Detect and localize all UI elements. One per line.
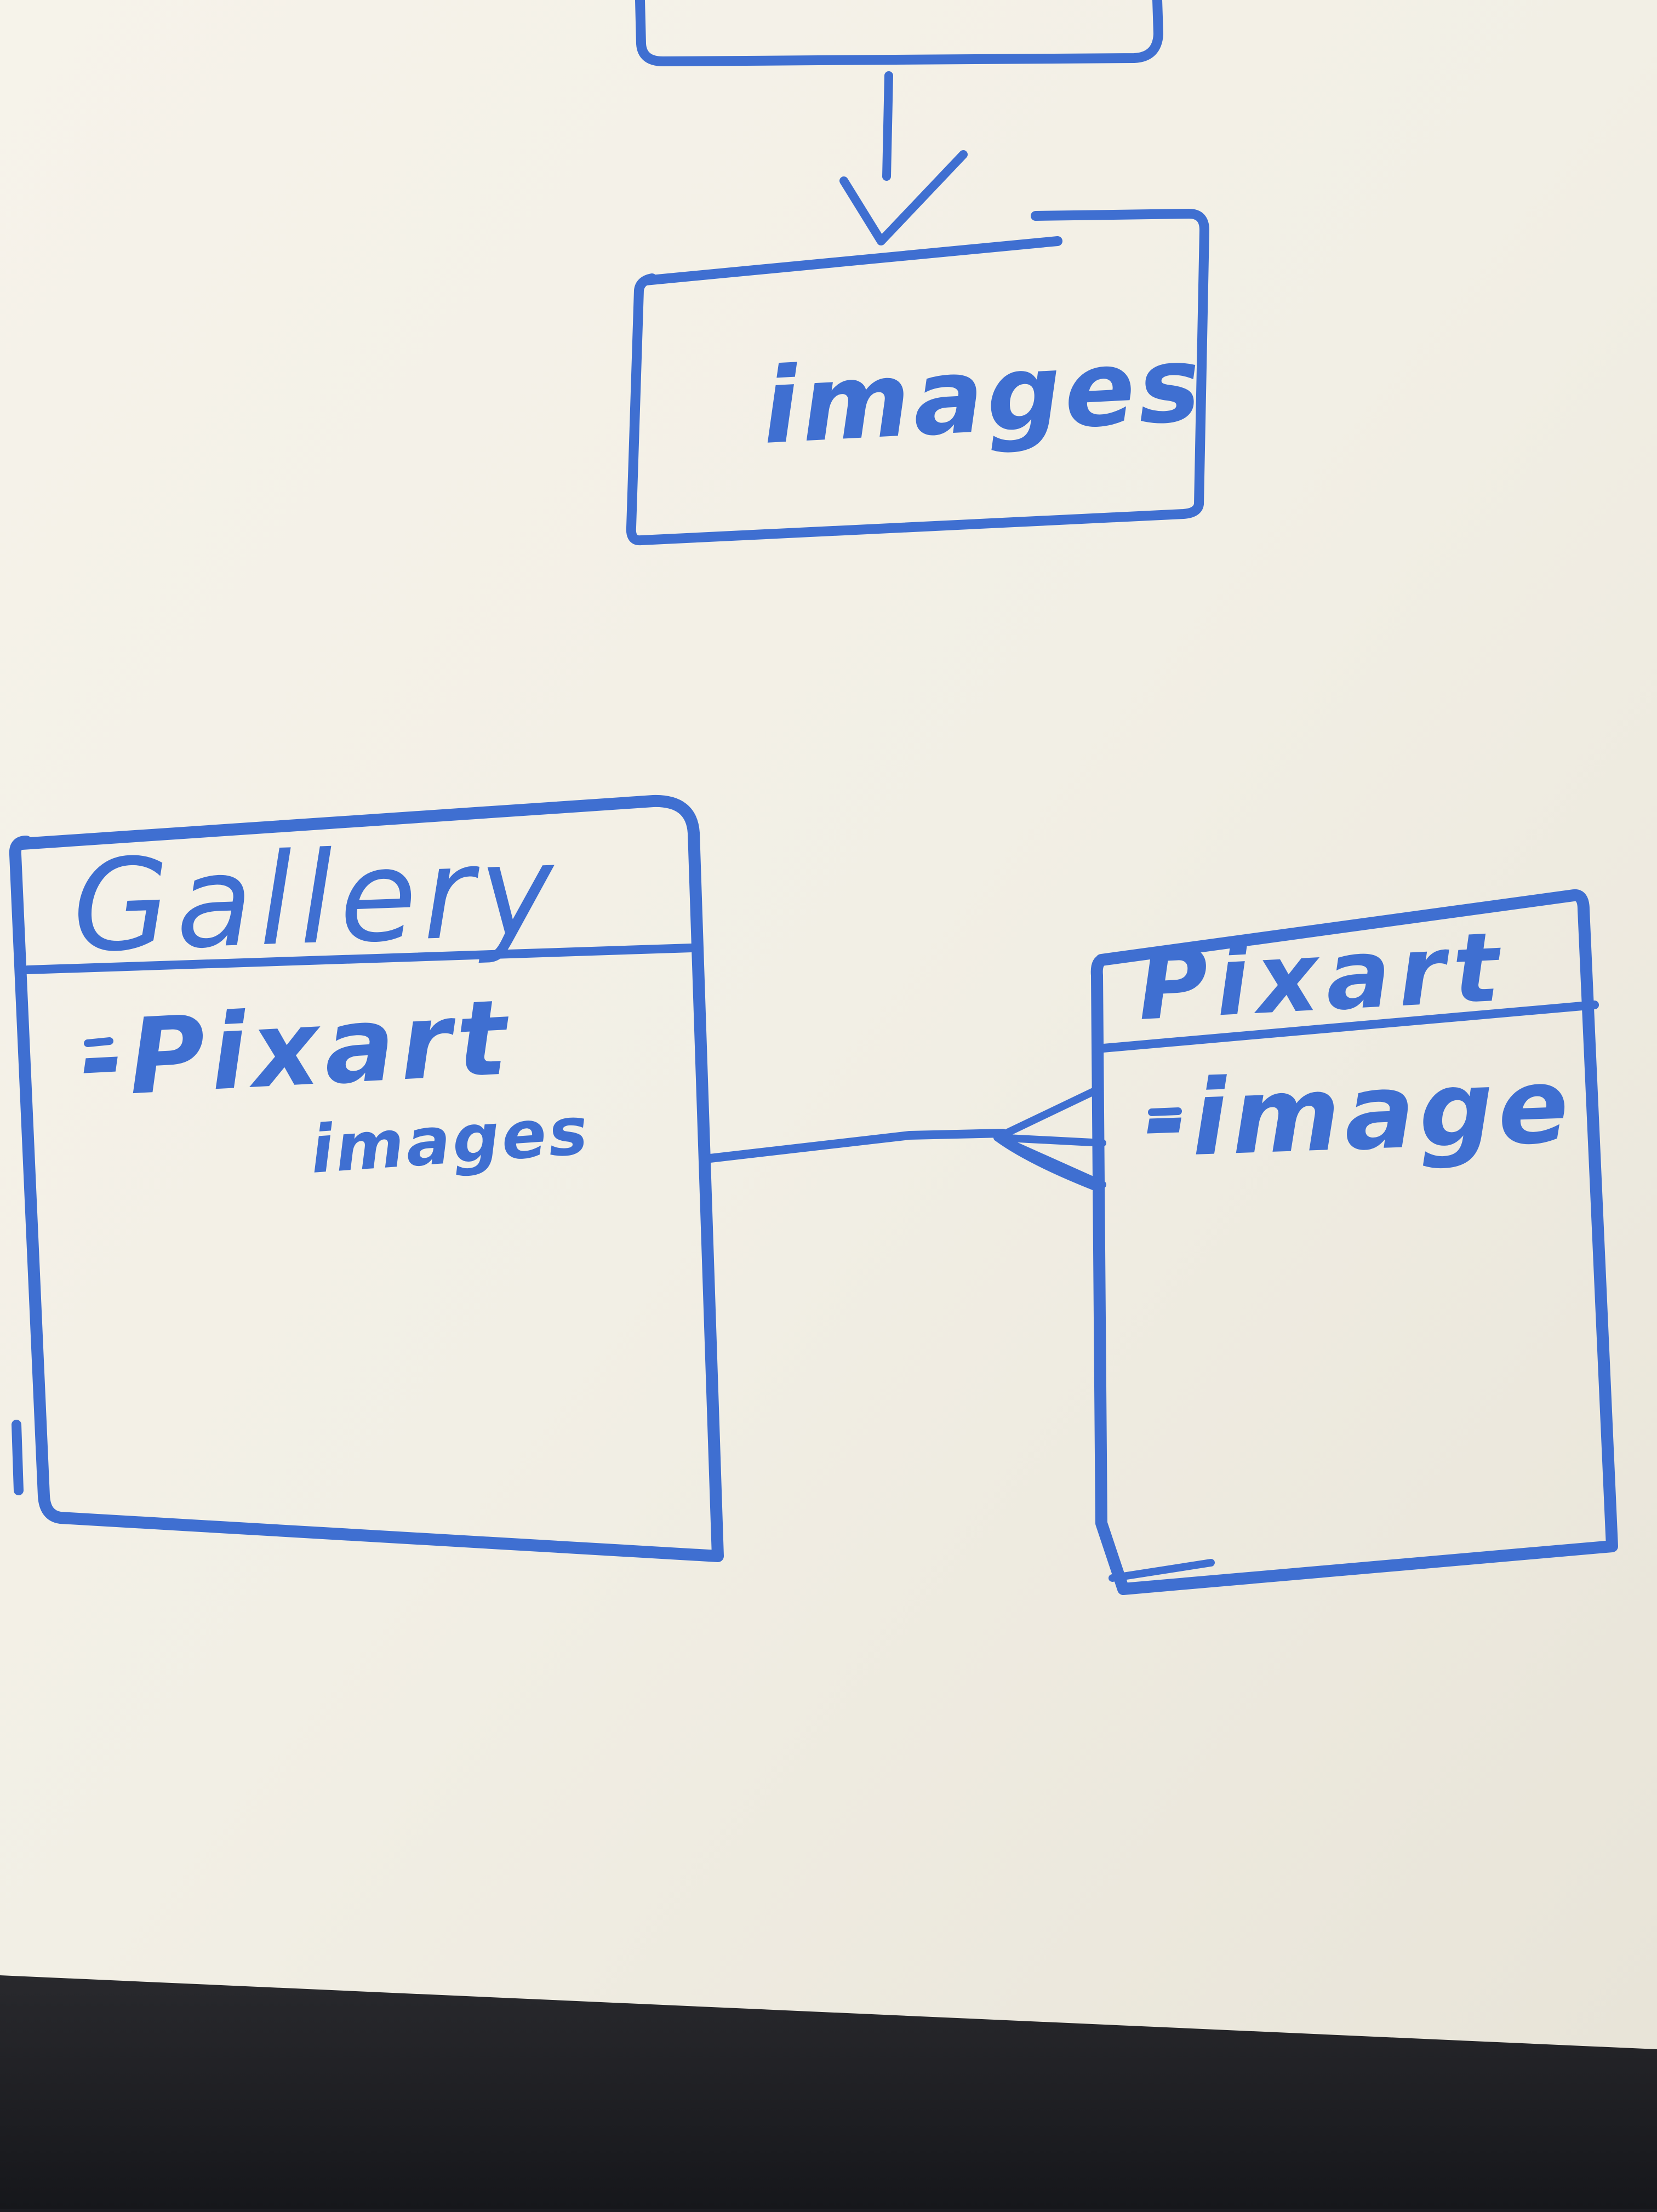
gallery-entity-title: Gallery — [70, 818, 562, 981]
images-box — [626, 209, 1209, 546]
pixart-attribute-image: -image — [1142, 1045, 1575, 1181]
pixart-entity-box — [1090, 889, 1618, 1595]
pixart-entity-title: Pixart — [1135, 912, 1510, 1042]
gallery-title-divider — [23, 944, 696, 974]
gallery-box-left-tick — [12, 1420, 24, 1495]
pixart-attribute-dash — [1148, 1107, 1182, 1116]
down-arrow-head — [839, 150, 968, 245]
relationship-line — [706, 1129, 1007, 1163]
pixart-box-bottom-flick — [1109, 1559, 1215, 1582]
crows-foot-icon — [993, 1085, 1106, 1193]
gallery-entity-box — [9, 795, 724, 1562]
down-arrow-shaft — [882, 71, 893, 181]
gallery-attribute-pixart: -Pixart — [77, 977, 515, 1121]
top-box-cropped — [635, 0, 1163, 66]
pixart-title-divider — [1093, 1001, 1599, 1053]
gallery-attribute-dash — [84, 1037, 113, 1047]
top-box-label: images — [759, 323, 1207, 467]
